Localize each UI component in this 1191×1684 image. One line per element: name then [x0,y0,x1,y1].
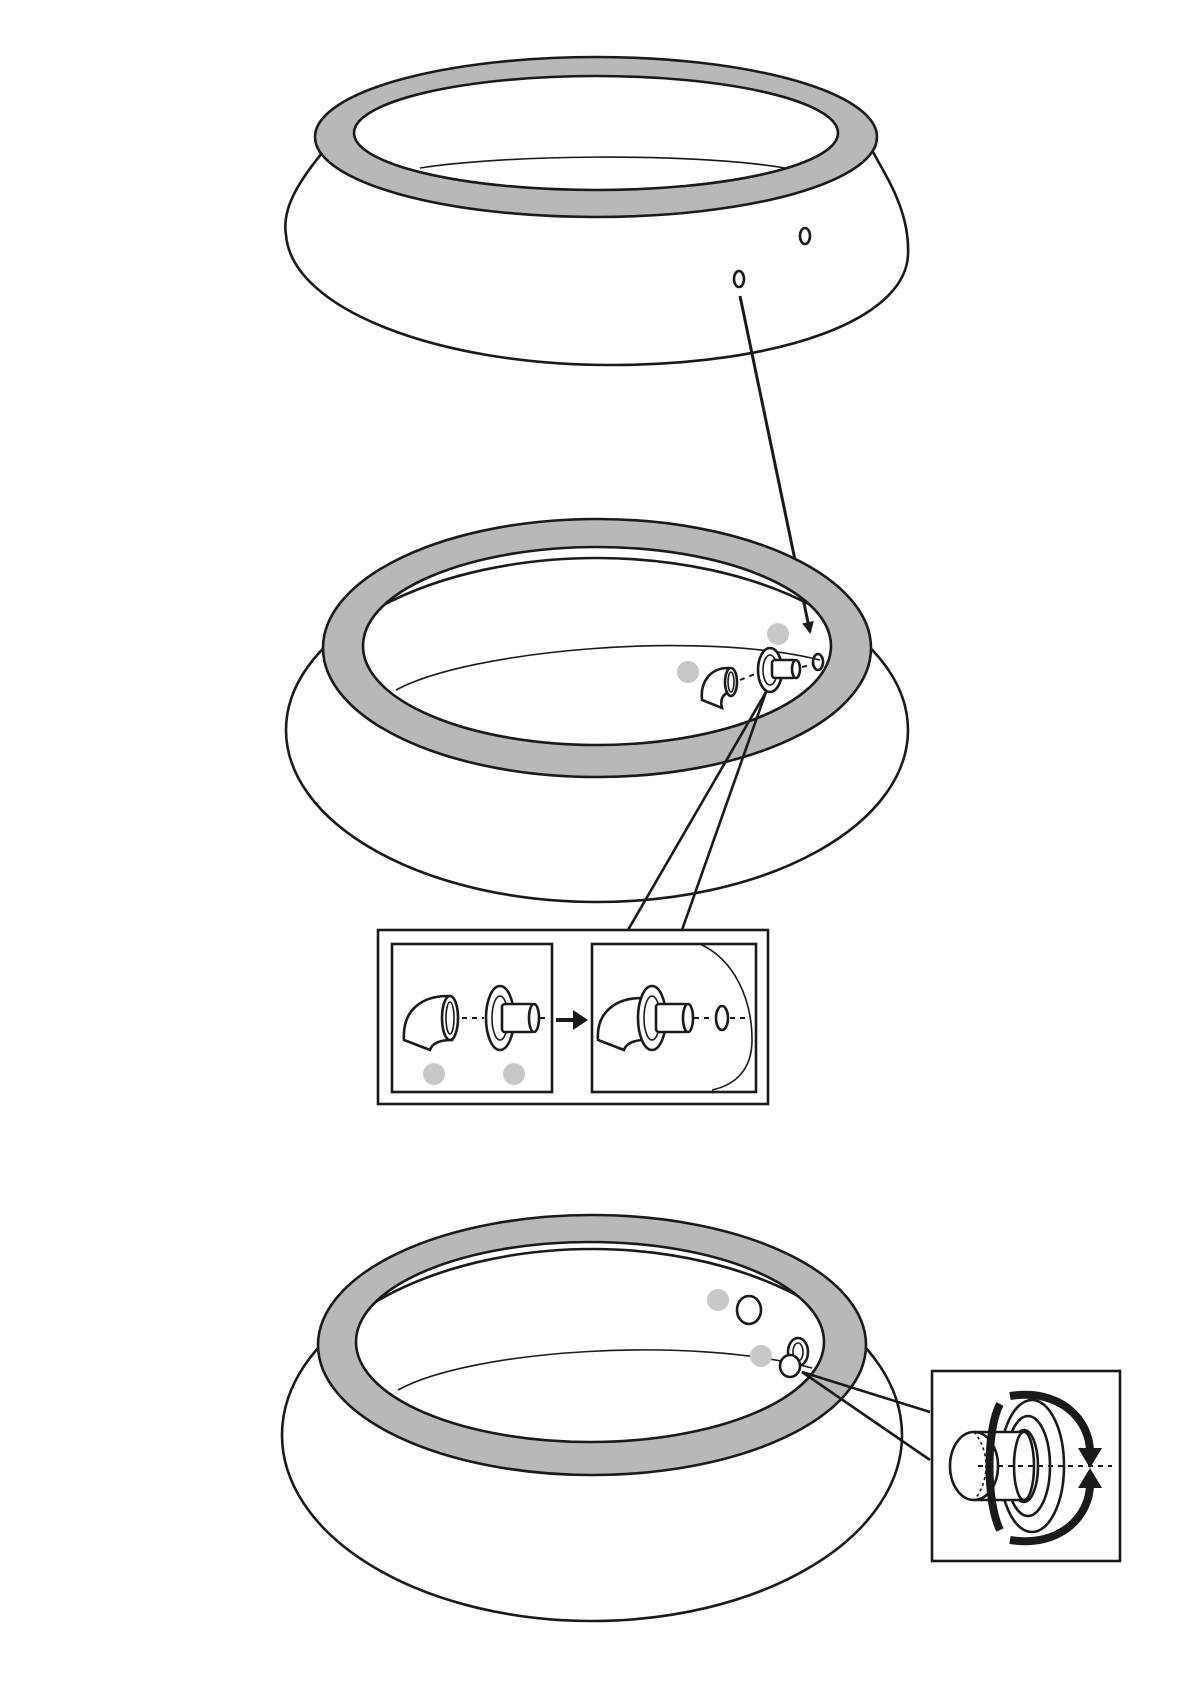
callout-leader [682,692,766,930]
outlet-hole-upper [800,228,810,244]
elbow-fitting-icon [404,996,458,1050]
ring-inner-edge [356,1242,824,1442]
callout-marker [750,1345,772,1367]
wall-outlet-hole [716,1006,728,1030]
pool-top-ring [318,1215,866,1475]
callout-marker [707,1289,729,1311]
installed-connector-icon [780,1338,808,1377]
outlet-hole-lower [734,271,744,287]
inner-floor-line [420,157,785,168]
ring-inner-edge [363,547,831,745]
fitting-assembly-detail [378,930,768,1104]
step3-pool-ring [282,1215,930,1621]
callout-marker [677,661,699,683]
inner-floor-line [396,646,820,690]
callout-marker [503,1063,525,1085]
strainer-grate-icon [737,1296,761,1324]
wall-outlet-hole [813,654,823,670]
flange-connector-icon [486,986,539,1050]
callout-marker [767,623,789,645]
inner-floor-line [398,1350,812,1390]
tighten-rotation-detail [932,1371,1120,1561]
elbow-fitting-icon [702,668,737,708]
step2-pool-ring [286,519,908,930]
ring-inner-edge [354,76,838,190]
callout-leader [628,692,766,930]
callout-marker [423,1063,445,1085]
right-arrow-icon [556,1010,588,1030]
flange-connector-icon [638,986,693,1050]
